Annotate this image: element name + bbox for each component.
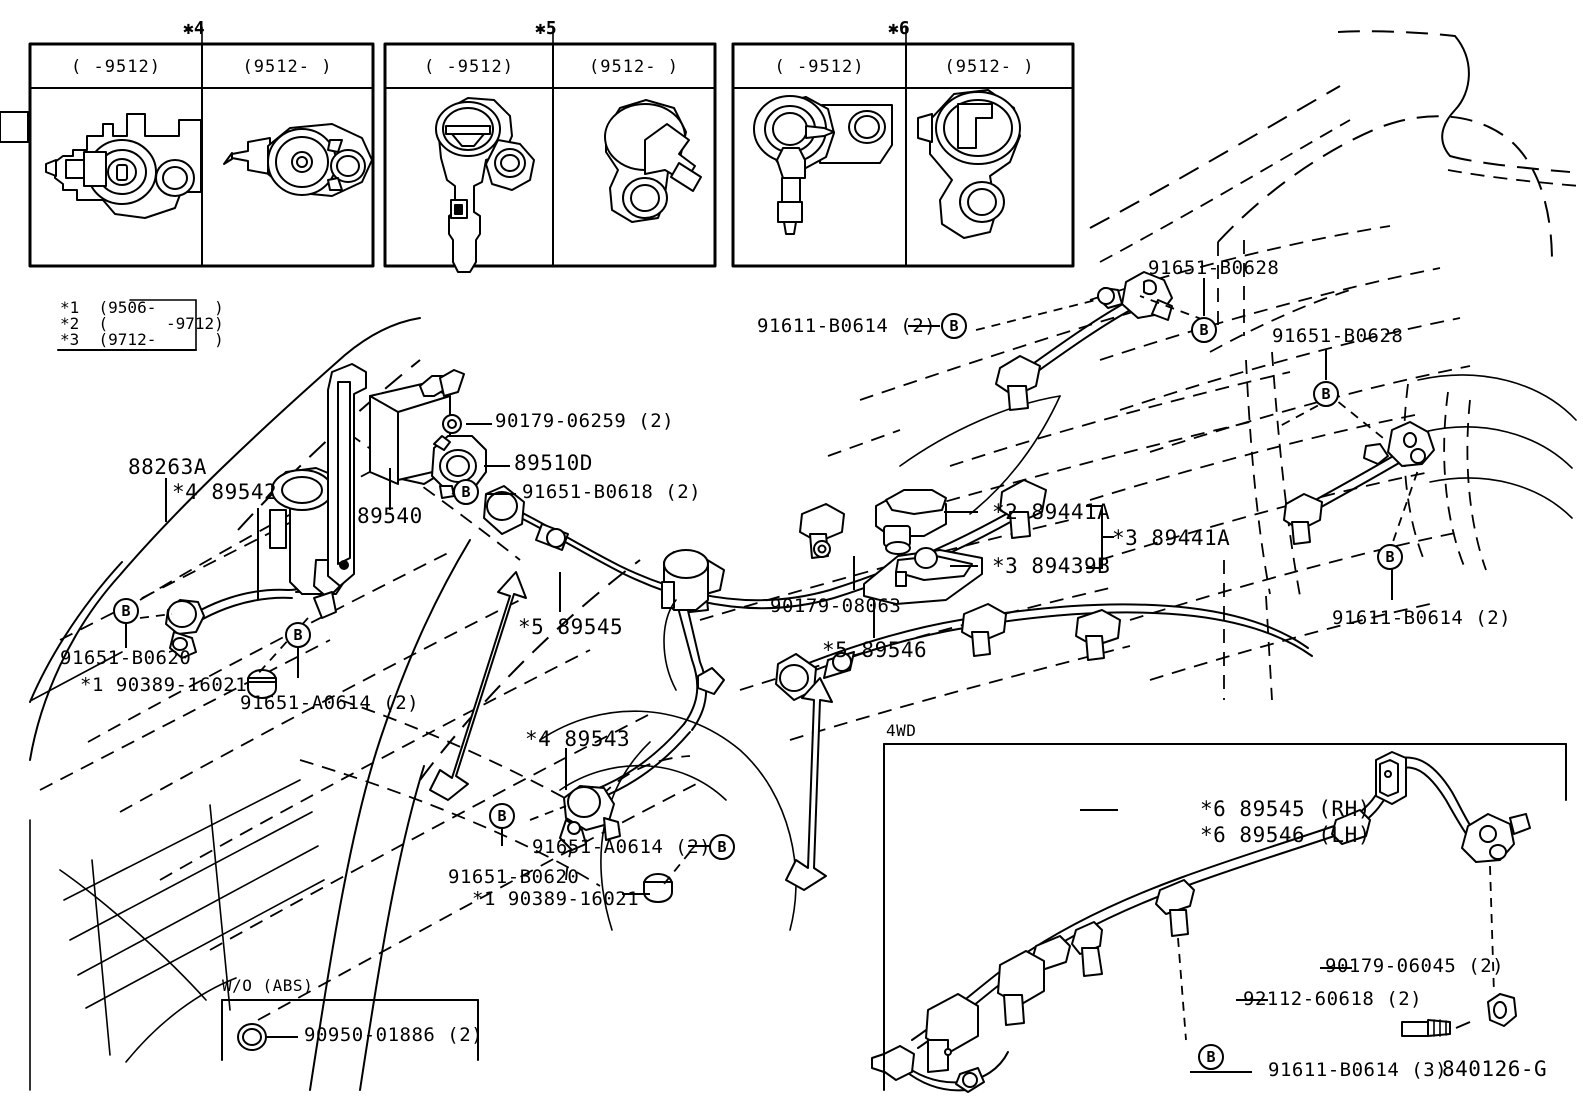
part-label-91651-b0628-b: 91651-B0628 (1272, 325, 1404, 347)
legend-line-3: *3 (9712- ) (60, 330, 224, 349)
inset-5-col-2-range: (9512- ) (589, 57, 679, 77)
tag-b-icon: B (941, 313, 967, 339)
wo-abs-title: W/O (ABS) (222, 976, 314, 995)
legend-range-1: (9506- ) (98, 298, 224, 317)
figure-code: 840126-G (1442, 1057, 1548, 1081)
fourwd-label-89546-lh: *6 89546 (LH) (1200, 823, 1371, 847)
tag-b-icon: B (113, 598, 139, 624)
tag-b-icon: B (709, 834, 735, 860)
tag-b-icon: B (1198, 1044, 1224, 1070)
wo-abs-part: 90950-01886 (2) (304, 1024, 484, 1046)
part-label-90389-16021-bot: *1 90389-16021 (472, 888, 640, 910)
part-label-90389-16021-top: *1 90389-16021 (80, 674, 248, 696)
part-label-91651-b0628-a: 91651-B0628 (1148, 257, 1280, 279)
tag-b-icon: B (1191, 317, 1217, 343)
part-label-91611-b0614-top: 91611-B0614 (2) (757, 315, 937, 337)
fourwd-title: 4WD (886, 721, 917, 740)
legend-range-3: (9712- ) (98, 330, 224, 349)
part-label-89441a-3: *3 89441A (1112, 526, 1231, 550)
inset-6-col-1-range: ( -9512) (774, 57, 865, 77)
fourwd-label-89545-rh: *6 89545 (RH) (1200, 797, 1371, 821)
inset-box-6-frame (0, 26, 1075, 268)
tag-b-icon: B (1313, 381, 1339, 407)
part-label-89546: *5 89546 (822, 638, 928, 662)
fourwd-label-91611-b0614-3: 91611-B0614 (3) (1268, 1059, 1448, 1081)
part-label-91611-b0614-right: 91611-B0614 (2) (1332, 607, 1512, 629)
part-label-91651-a0614-top: 91651-A0614 (2) (240, 692, 420, 714)
part-label-90179-08063: 90179-08063 (770, 595, 902, 617)
inset-box-5-frame (383, 26, 717, 273)
fourwd-label-92112-60618: 92112-60618 (2) (1243, 988, 1423, 1010)
part-label-89439b: *3 89439B (992, 554, 1111, 578)
legend-marker-3: *3 (60, 330, 80, 349)
fourwd-label-90179-06045: 90179-06045 (2) (1325, 955, 1505, 977)
part-label-89545: *5 89545 (518, 615, 624, 639)
inset-box-4-frame (28, 26, 375, 268)
part-label-89441a-2: *2 89441A (992, 500, 1111, 524)
wo-abs-box (221, 999, 479, 1061)
part-label-91651-b0618: 91651-B0618 (2) (522, 481, 702, 503)
inset-marker-5: ✱5 (535, 18, 557, 39)
legend-marker-1: *1 (60, 298, 80, 317)
abs-harness-linework (139, 271, 1567, 1093)
tag-b-icon: B (285, 622, 311, 648)
inset-4-col-1-range: ( -9512) (71, 57, 161, 77)
inset-4-col-2-range: (9512- ) (242, 57, 333, 77)
legend-line-2: *2 ( -9712) (60, 314, 224, 333)
part-label-91651-b0620-bot: 91651-B0620 (448, 866, 580, 888)
legend-line-1: *1 (9506- ) (60, 298, 224, 317)
legend-range-2: ( -9712) (98, 314, 224, 333)
part-label-91651-a0614-bot: 91651-A0614 (2) (532, 836, 712, 858)
tag-b-icon: B (1377, 544, 1403, 570)
inset-6-col-2-range: (9512- ) (944, 57, 1035, 77)
part-label-89510d: 89510D (514, 451, 593, 475)
inset-5-col-1-range: ( -9512) (424, 57, 514, 77)
part-label-88263a: 88263A (128, 455, 207, 479)
legend-marker-2: *2 (60, 314, 80, 333)
tag-b-icon: B (453, 479, 479, 505)
part-label-90179-06259: 90179-06259 (2) (495, 410, 675, 432)
tag-b-icon: B (489, 803, 515, 829)
fourwd-box (871, 743, 1567, 1093)
part-label-91651-b0620-top: 91651-B0620 (60, 647, 192, 669)
part-label-89543: *4 89543 (525, 727, 631, 751)
label-leader-lines (125, 278, 1393, 1073)
inset-marker-4: ✱4 (183, 18, 205, 39)
part-label-89540: 89540 (357, 504, 423, 528)
part-label-89542: *4 89542 (172, 480, 278, 504)
inset-marker-6: ✱6 (888, 18, 910, 39)
